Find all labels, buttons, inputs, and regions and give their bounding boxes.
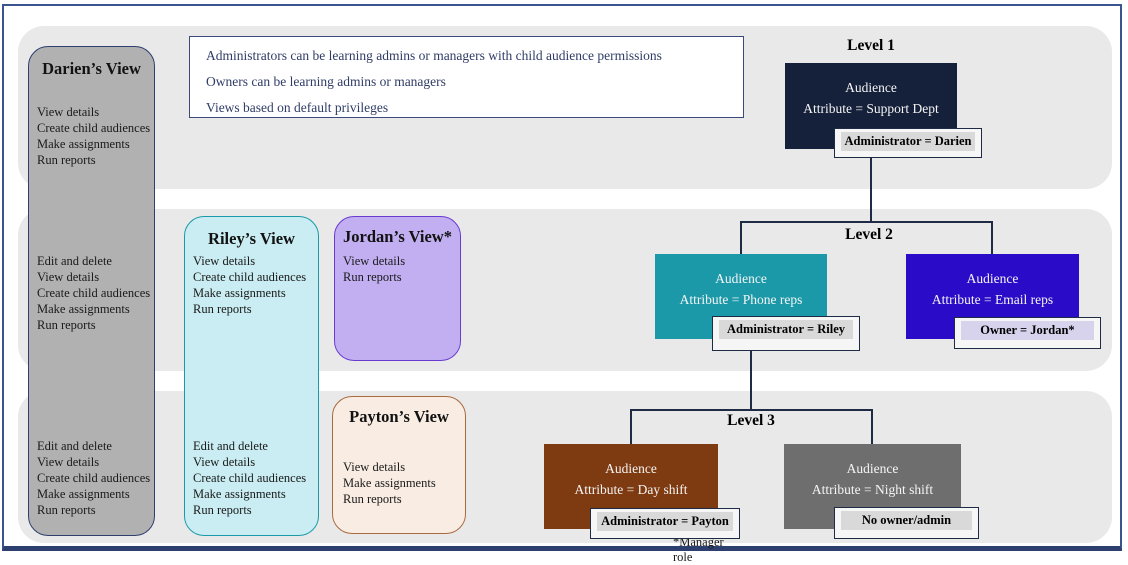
darien-view-list-1: View details Create child audiences Make…	[37, 105, 151, 167]
connector-l1-feed	[870, 157, 872, 222]
riley-view-box: Riley’s View View details Create child a…	[184, 216, 319, 536]
jordan-view-box: Jordan’s View* View details Run reports …	[334, 216, 724, 564]
jordan-view-list: View details Run reports	[343, 254, 406, 284]
diagram-frame: Darien’s View View details Create child …	[2, 4, 1122, 564]
connector-l3-right-drop	[871, 409, 873, 445]
connector-l3-feed	[750, 350, 752, 410]
payton-view-title: Payton’s View	[349, 407, 449, 426]
owner-jordan-tag: Owner = Jordan*	[954, 317, 1101, 349]
connector-l2-right-drop	[991, 221, 993, 255]
connector-l2-horizontal	[740, 221, 993, 223]
jordan-manager-note: *Manager role	[673, 535, 724, 564]
administrator-payton-tag: Administrator = Payton	[590, 508, 740, 539]
darien-view-list-2: Edit and delete View details Create chil…	[37, 254, 151, 332]
level-1-heading: Level 1	[847, 37, 895, 54]
connector-l3-horizontal	[630, 409, 873, 411]
administrator-darien-tag: Administrator = Darien	[834, 128, 982, 158]
darien-view-list-3: Edit and delete View details Create chil…	[37, 439, 151, 517]
darien-view-title: Darien’s View	[42, 59, 141, 78]
administrator-riley-tag: Administrator = Riley	[712, 316, 860, 351]
level-3-heading: Level 3	[727, 412, 775, 429]
connector-l2-left-drop	[740, 221, 742, 255]
payton-view-list: View details Make assignments Run report…	[343, 460, 436, 506]
level-2-heading: Level 2	[845, 226, 893, 243]
payton-view-box: Payton’s View View details Make assignme…	[332, 396, 466, 534]
legend-line-views: Views based on default privileges	[206, 100, 389, 115]
legend-line-owners: Owners can be learning admins or manager…	[206, 74, 446, 89]
legend-box: Administrators can be learning admins or…	[189, 36, 744, 118]
darien-view-box: Darien’s View View details Create child …	[28, 46, 155, 536]
jordan-view-title: Jordan’s View*	[343, 227, 452, 246]
no-owner-admin-tag: No owner/admin	[834, 507, 979, 539]
connector-l3-left-drop	[630, 409, 632, 445]
riley-view-list-1: View details Create child audiences Make…	[193, 254, 307, 316]
riley-view-list-2: Edit and delete View details Create chil…	[193, 439, 307, 517]
legend-line-administrators: Administrators can be learning admins or…	[206, 48, 662, 63]
riley-view-title: Riley’s View	[208, 229, 295, 248]
